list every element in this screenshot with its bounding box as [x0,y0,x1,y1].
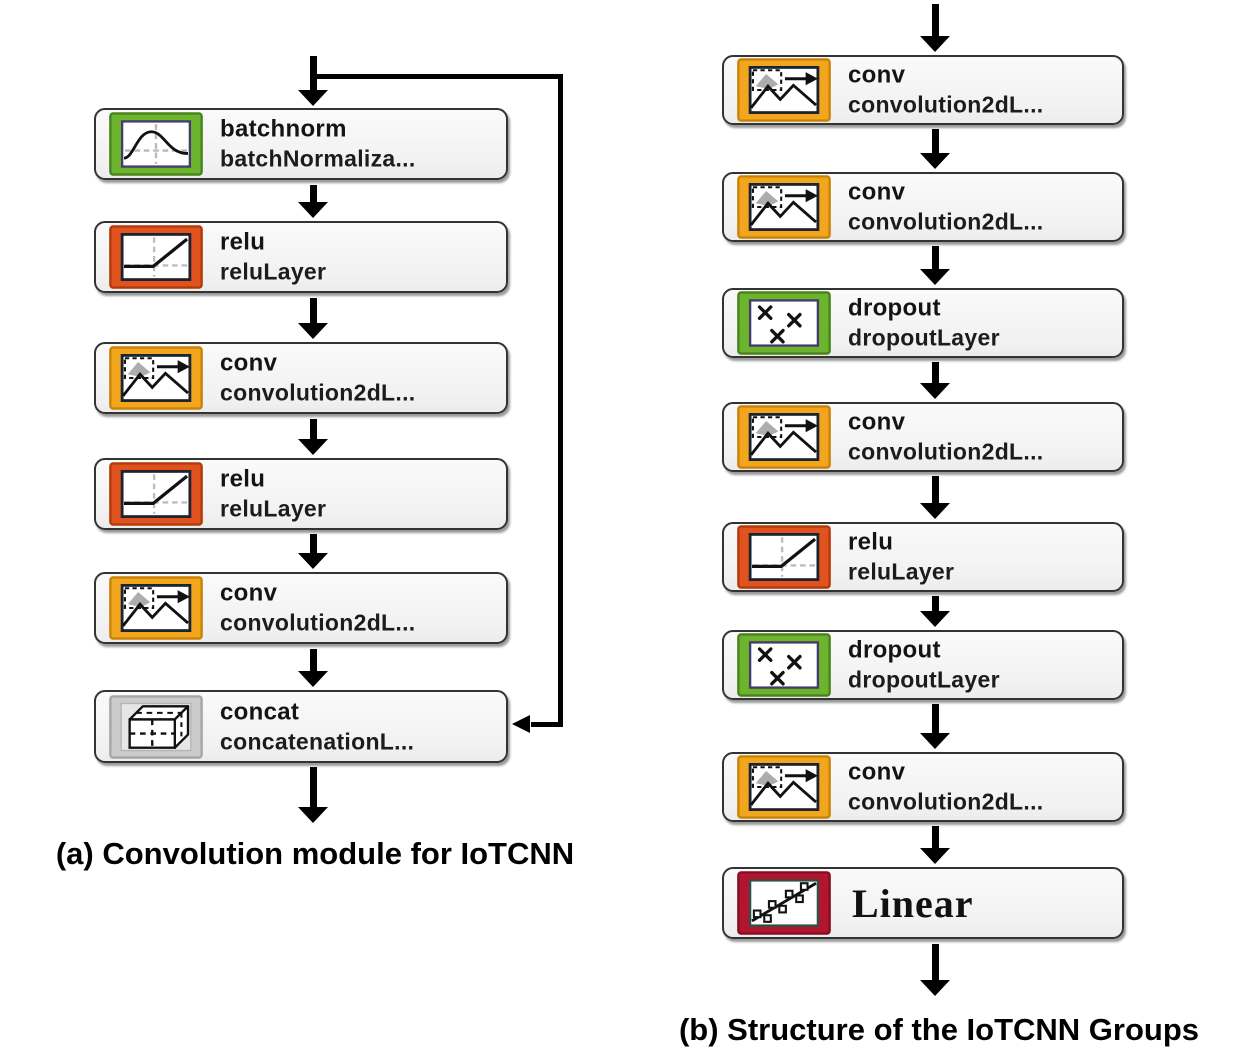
flow-arrow [297,534,329,569]
layer-node-conv: conv convolution2dL... [722,55,1124,125]
layer-node-relu: relu reluLayer [94,458,508,530]
layer-class: concatenationL... [220,728,415,754]
flow-arrow [297,649,329,687]
flow-arrow [297,185,329,218]
relu-icon [108,225,204,289]
skip-connection-arrowhead [512,715,530,733]
layer-node-conv: conv convolution2dL... [722,402,1124,472]
concat-icon [108,695,204,759]
skip-connection-bottom [531,722,563,727]
layer-node-conv: conv convolution2dL... [722,752,1124,822]
conv-icon [736,405,832,469]
flow-arrow [919,704,951,749]
flow-arrow [297,419,329,455]
layer-name: relu [848,528,894,556]
dropout-icon [736,633,832,697]
layer-class: convolution2dL... [848,788,1044,815]
layer-node-conv: conv convolution2dL... [722,172,1124,242]
layer-class: reluLayer [220,495,327,522]
layer-class: batchNormaliza... [220,145,416,172]
layer-class: convolution2dL... [848,438,1044,465]
layer-node-dropout: dropout dropoutLayer [722,288,1124,358]
flow-arrow [919,826,951,864]
layer-node-dropout: dropout dropoutLayer [722,630,1124,700]
flow-arrow [919,596,951,627]
relu-icon [736,525,832,589]
layer-name: conv [220,349,278,377]
layer-class: reluLayer [848,558,955,585]
flow-arrow [919,476,951,519]
skip-connection-right [558,74,563,727]
flow-arrow [919,944,951,996]
layer-class: convolution2dL... [220,379,416,406]
skip-connection-top [313,74,563,79]
conv-icon [736,175,832,239]
dropout-icon [736,291,832,355]
layer-name: dropout [848,636,941,664]
layer-name: conv [848,178,906,206]
layer-node-conv: conv convolution2dL... [94,572,508,644]
relu-icon [108,462,204,526]
flow-arrow [297,298,329,339]
flow-arrow [297,767,329,823]
batchnorm-icon [108,112,204,176]
layer-class: reluLayer [220,258,327,285]
flow-arrow [919,362,951,399]
layer-name: batchnorm [220,115,347,143]
layer-node-concat: concat concatenationL... [94,690,508,763]
conv-icon [736,58,832,122]
conv-icon [108,346,204,410]
conv-icon [736,755,832,819]
linear-icon [736,871,832,935]
layer-node-linear: Linear [722,867,1124,939]
layer-node-conv: conv convolution2dL... [94,342,508,414]
layer-name: conv [848,61,906,89]
flow-arrow [297,56,329,106]
layer-node-relu: relu reluLayer [94,221,508,293]
layer-name: Linear [852,880,974,926]
layer-name: conv [220,579,278,607]
conv-icon [108,576,204,640]
layer-name: dropout [848,294,941,322]
panel-b-caption: (b) Structure of the IoTCNN Groups [678,1012,1200,1047]
layer-name: relu [220,465,266,493]
flow-arrow [919,246,951,285]
layer-node-batchnorm: batchnorm batchNormaliza... [94,108,508,180]
layer-class: convolution2dL... [848,91,1044,118]
layer-node-relu: relu reluLayer [722,522,1124,592]
layer-class: convolution2dL... [848,208,1044,235]
layer-name: relu [220,228,266,256]
layer-class: dropoutLayer [848,324,1000,351]
layer-name: conv [848,408,906,436]
layer-name: conv [848,758,906,786]
layer-name: concat [220,698,300,725]
panel-a-caption: (a) Convolution module for IoTCNN [55,836,575,871]
layer-class: convolution2dL... [220,609,416,636]
flow-arrow [919,129,951,169]
flow-arrow [919,4,951,52]
layer-class: dropoutLayer [848,666,1000,693]
